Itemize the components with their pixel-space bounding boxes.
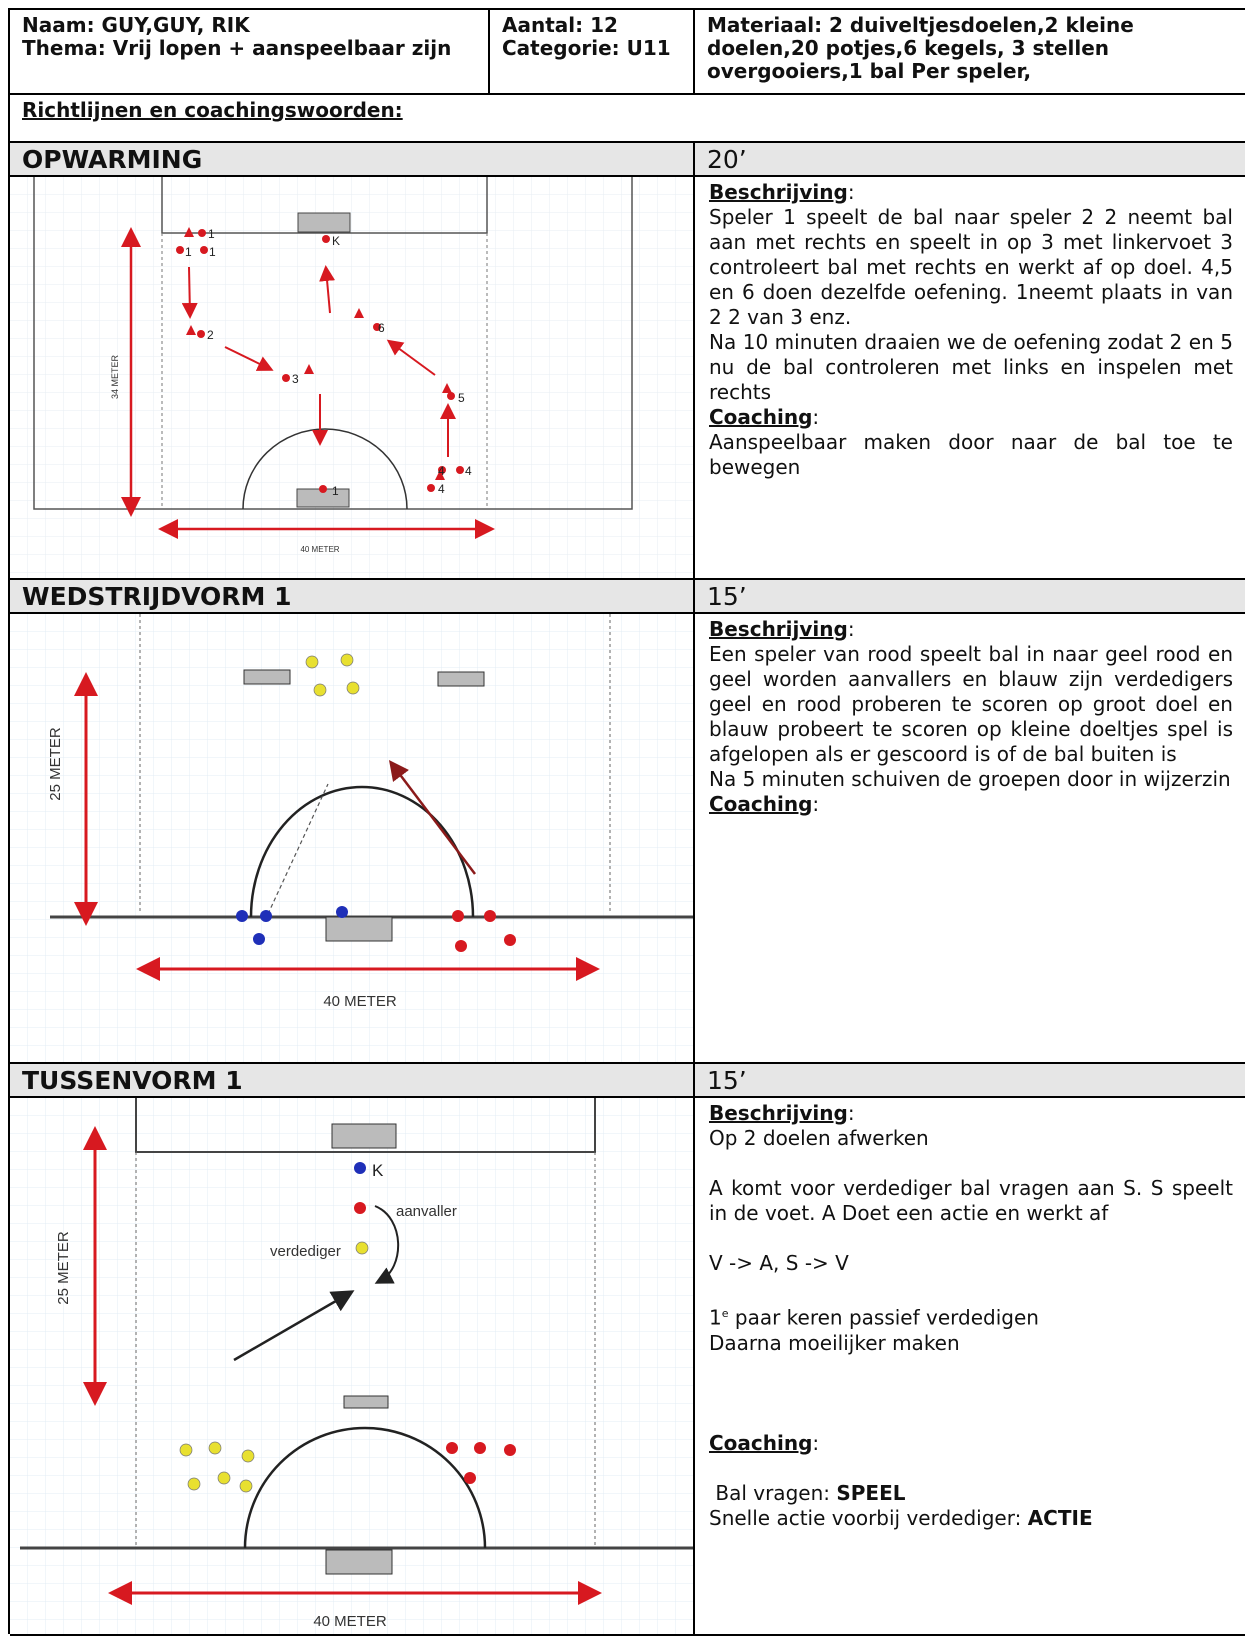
- section-title-opwarming: OPWARMING: [10, 143, 695, 177]
- dashed-run: [267, 783, 329, 915]
- svg-text:K: K: [332, 234, 340, 248]
- verdediger-label: verdediger: [270, 1243, 341, 1260]
- svg-text:5: 5: [458, 391, 465, 405]
- beschrijving-label: Beschrijving: [709, 617, 848, 641]
- blue-players: [236, 906, 348, 945]
- width-label: 40 METER: [313, 1613, 387, 1630]
- height-label: 25 METER: [55, 1231, 72, 1305]
- coaching-label: Coaching: [709, 1430, 813, 1455]
- center-arc: [242, 428, 408, 510]
- height-label: 25 METER: [47, 727, 64, 801]
- section-time-opwarming: 20’: [695, 143, 1245, 177]
- line-4: 1e paar keren passief verdedigen: [709, 1305, 1039, 1330]
- players: [176, 229, 464, 493]
- naam: Naam: GUY,GUY, RIK: [22, 13, 250, 37]
- coaching-line-2: Snelle actie voorbij verdediger: ACTIE: [709, 1505, 1093, 1530]
- diagram-opwarming: 34 METER 40 METER 1 1 1 K 2 6 3 5 4 4 4 1: [10, 177, 693, 578]
- goal-bottom: [325, 1549, 393, 1575]
- penalty-box: [161, 177, 488, 234]
- beschrijving-text-2: Na 5 minuten schuiven de groepen door in…: [709, 767, 1231, 791]
- center-arc: [249, 785, 475, 918]
- small-goal-right: [437, 671, 485, 687]
- keeper-player: [354, 1162, 366, 1174]
- coaching-line-1: Bal vragen: SPEEL: [709, 1480, 906, 1505]
- run-arrow: [374, 1205, 400, 1284]
- aanvaller-label: aanvaller: [396, 1203, 457, 1220]
- pass-arrow: [233, 1290, 355, 1362]
- keeper-label: K: [372, 1161, 384, 1180]
- small-goal: [343, 1395, 389, 1409]
- header-materiaal: Materiaal: 2 duiveltjesdoelen,2 kleine d…: [695, 10, 1245, 95]
- svg-text:2: 2: [207, 328, 214, 342]
- svg-text:6: 6: [378, 321, 385, 335]
- header-aantal: Aantal: 12 Categorie: U11: [490, 10, 695, 95]
- goal-top: [297, 212, 351, 233]
- svg-text:1: 1: [332, 484, 339, 498]
- beschrijving-text: Speler 1 speelt de bal naar speler 2 2 n…: [709, 205, 1233, 329]
- diagram-cell-tussenvorm: 25 METER 40 METER K aanvaller verdediger: [10, 1098, 695, 1636]
- description-opwarming: Beschrijving: Speler 1 speelt de bal naa…: [695, 177, 1245, 580]
- diagram-wedstrijdvorm: 25 METER 40 METER: [10, 614, 693, 1062]
- small-goal-left: [243, 669, 291, 685]
- penalty-box: [135, 1098, 596, 1153]
- beschrijving-text: Een speler van rood speelt bal in naar g…: [709, 642, 1233, 766]
- richtlijnen-label: Richtlijnen en coachingswoorden:: [22, 98, 403, 122]
- coaching-text: Aanspeelbaar maken door naar de bal toe …: [709, 430, 1233, 479]
- width-label: 40 METER: [300, 545, 339, 554]
- svg-text:4: 4: [465, 464, 472, 478]
- red-players: [446, 1442, 516, 1484]
- goal-top: [331, 1123, 397, 1149]
- thema: Thema: Vrij lopen + aanspeelbaar zijn: [22, 36, 452, 60]
- description-tussenvorm: Beschrijving: Op 2 doelen afwerken A kom…: [695, 1098, 1245, 1636]
- section-title-tussenvorm: TUSSENVORM 1: [10, 1064, 695, 1098]
- beschrijving-label: Beschrijving: [709, 1101, 848, 1125]
- center-arc: [243, 1426, 487, 1549]
- diagram-tussenvorm: 25 METER 40 METER K aanvaller verdediger: [10, 1098, 693, 1634]
- beschrijving-text-2: Na 10 minuten draaien we de oefening zod…: [709, 330, 1233, 404]
- player-labels: 1 1 1 K 2 6 3 5 4 4 4 1: [185, 227, 472, 498]
- section-time-tussenvorm: 15’: [695, 1064, 1245, 1098]
- pitch-outline: [33, 177, 633, 510]
- coaching-label: Coaching: [709, 405, 813, 429]
- aantal: Aantal: 12: [502, 13, 618, 37]
- svg-text:1: 1: [208, 227, 215, 241]
- section-title-wedstrijdvorm: WEDSTRIJDVORM 1: [10, 580, 695, 614]
- line-5: Daarna moeilijker maken: [709, 1330, 960, 1355]
- svg-text:3: 3: [292, 372, 299, 386]
- categorie: Categorie: U11: [502, 36, 671, 60]
- svg-text:4: 4: [438, 482, 445, 496]
- diagram-cell-wedstrijdvorm: 25 METER 40 METER: [10, 614, 695, 1064]
- line-3: V -> A, S -> V: [709, 1251, 849, 1275]
- svg-text:1: 1: [209, 245, 216, 259]
- big-goal: [325, 916, 393, 942]
- attacker-player: [354, 1202, 366, 1214]
- width-label: 40 METER: [323, 993, 397, 1010]
- svg-text:1: 1: [185, 245, 192, 259]
- coaching-label: Coaching: [709, 792, 813, 816]
- diagram-cell-opwarming: 34 METER 40 METER 1 1 1 K 2 6 3 5 4 4 4 1: [10, 177, 695, 580]
- header-naam-thema: Naam: GUY,GUY, RIK Thema: Vrij lopen + a…: [10, 10, 490, 95]
- description-wedstrijdvorm: Beschrijving: Een speler van rood speelt…: [695, 614, 1245, 1064]
- defender-player: [355, 1241, 369, 1255]
- height-label: 34 METER: [110, 354, 120, 399]
- materiaal: Materiaal: 2 duiveltjesdoelen,2 kleine d…: [707, 13, 1134, 83]
- red-players: [452, 910, 516, 952]
- yellow-players: [305, 653, 360, 697]
- session-table: Naam: GUY,GUY, RIK Thema: Vrij lopen + a…: [8, 8, 1245, 1636]
- cones: [184, 227, 452, 480]
- richtlijnen-row: Richtlijnen en coachingswoorden:: [10, 95, 1245, 143]
- line-1: Op 2 doelen afwerken: [709, 1126, 929, 1150]
- beschrijving-label: Beschrijving: [709, 180, 848, 204]
- yellow-players: [179, 1441, 255, 1493]
- svg-text:4: 4: [438, 464, 445, 478]
- line-2: A komt voor verdediger bal vragen aan S.…: [709, 1176, 1233, 1225]
- pass-arrow: [388, 760, 476, 875]
- section-time-wedstrijdvorm: 15’: [695, 580, 1245, 614]
